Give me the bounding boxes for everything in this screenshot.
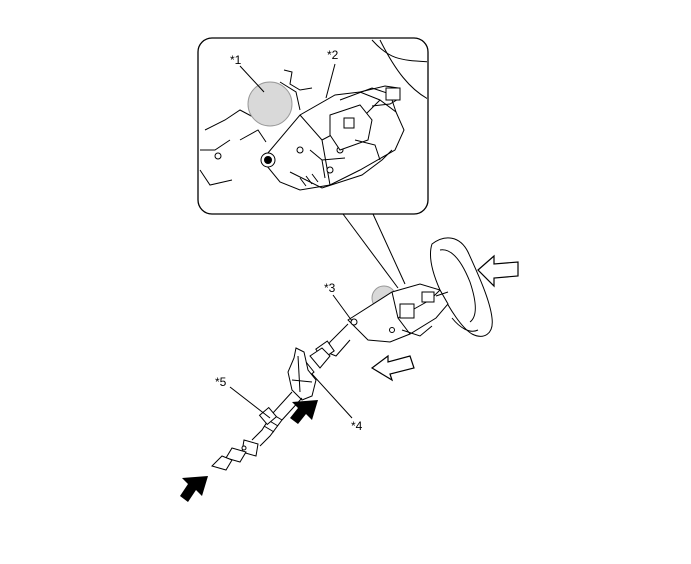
leader-2: [325, 63, 336, 99]
arrow-solid-upper: [290, 400, 318, 424]
detail-inset: *1 *2: [197, 37, 429, 215]
callout-3: *3: [324, 281, 336, 295]
callout-4: *4: [351, 419, 363, 433]
callout-1: *1: [230, 53, 242, 67]
callout-5: *5: [215, 375, 227, 389]
steering-assembly: [211, 237, 493, 471]
boot-cover: [287, 347, 317, 401]
steering-wheel: [429, 237, 493, 337]
main-leaders: [229, 294, 353, 419]
callout-2: *2: [327, 48, 339, 62]
zoom-pointer: [342, 213, 406, 289]
leader-1: [239, 65, 265, 93]
arrow-solid-lower: [180, 476, 208, 502]
arrow-outline-right: [477, 254, 519, 288]
arrow-outline-middle: [370, 354, 415, 382]
